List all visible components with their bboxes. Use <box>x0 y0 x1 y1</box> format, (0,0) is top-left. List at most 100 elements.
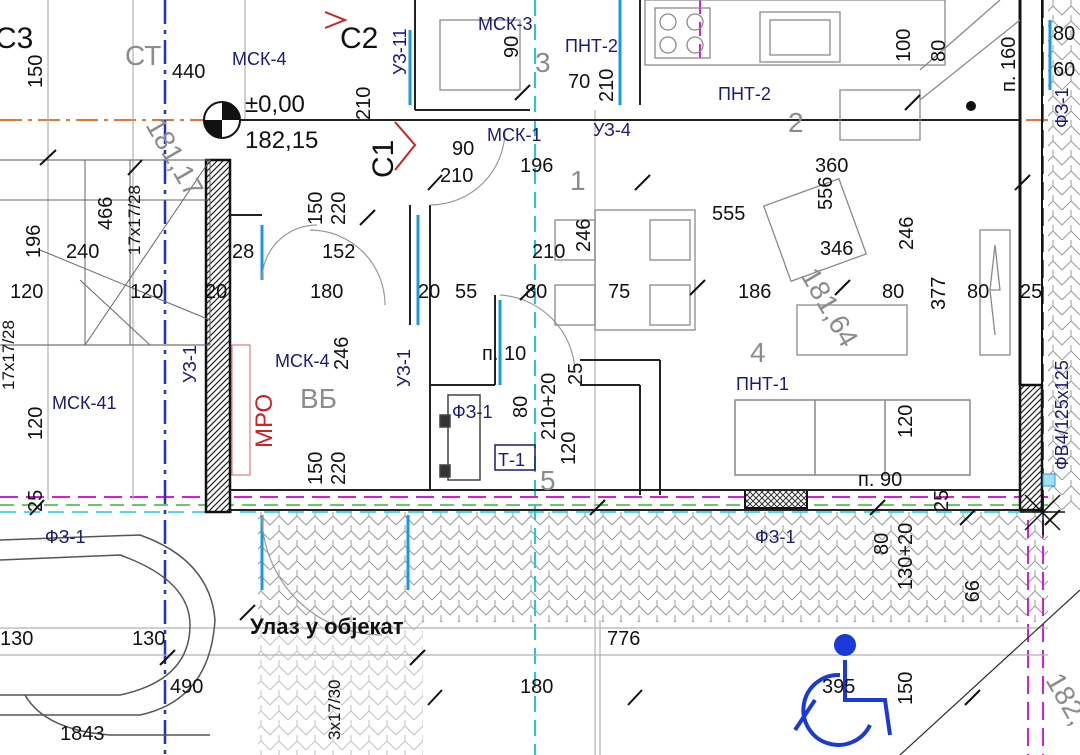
dim: 20 <box>418 281 440 303</box>
dim: 246 <box>573 219 595 252</box>
dim: 490 <box>170 676 203 698</box>
level-181-17: 181,17 <box>140 113 210 203</box>
dim: 130 <box>0 628 33 650</box>
tag-pnt1: ПНТ-1 <box>736 374 789 394</box>
dim: 100 <box>893 29 915 62</box>
dim: 556 <box>815 177 837 210</box>
dim: 240 <box>66 241 99 263</box>
dim: 150 <box>305 192 327 225</box>
dim: 99 <box>960 580 982 602</box>
dim: 346 <box>820 238 853 260</box>
level-zero: ±0,00 <box>245 91 305 118</box>
dim: 220 <box>328 452 350 485</box>
label-c1: С1 <box>367 140 400 178</box>
label-vb: ВБ <box>300 383 337 414</box>
dim: 80 <box>510 396 532 418</box>
tag-msk41: МСК-41 <box>52 393 117 413</box>
dim: 186 <box>738 281 771 303</box>
tag-t1: Т-1 <box>498 450 525 470</box>
dim: 80 <box>967 281 989 303</box>
dim: 196 <box>23 225 45 258</box>
dim: 466 <box>95 197 117 230</box>
dim: 210 <box>353 87 375 120</box>
dim: 80 <box>928 40 950 62</box>
dim: 150 <box>305 452 327 485</box>
dim: 90 <box>501 36 523 58</box>
tag-fz3-1-b: ФЗ-1 <box>45 527 86 547</box>
dim: 120 <box>130 281 163 303</box>
tag-fz3-1-c: ФЗ-1 <box>755 527 796 547</box>
room-number-3: 3 <box>535 47 551 78</box>
paving-area-side <box>1048 0 1080 510</box>
dim: 246 <box>331 337 353 370</box>
dim: 80 <box>871 533 893 555</box>
label-c2: С2 <box>340 22 378 55</box>
tag-msk3: МСК-3 <box>478 14 532 34</box>
dim: 60 <box>1053 59 1075 81</box>
dim: 28 <box>232 241 254 263</box>
dim: 150 <box>895 672 917 705</box>
dim: 70 <box>568 71 590 93</box>
level-marker-icon <box>203 101 241 139</box>
label-c3: С3 <box>0 22 33 55</box>
level-absolute: 182,15 <box>245 127 318 154</box>
dim: 120 <box>558 432 580 465</box>
dim: 120 <box>10 281 43 303</box>
level-181-64: 181,64 <box>795 263 865 353</box>
tag-pnt2-b: ПНТ-2 <box>718 84 771 104</box>
label-ct: СТ <box>125 40 161 71</box>
stair-label-a: 17x17/28 <box>125 185 144 255</box>
dim: 120 <box>25 407 47 440</box>
tag-msk4-mid: МСК-4 <box>275 351 329 371</box>
tag-uz3-1-a: УЗ-1 <box>180 345 200 383</box>
wall-right-hatched <box>1018 383 1044 512</box>
dim: 130 <box>132 628 165 650</box>
stair-label-c: 3x17/30 <box>325 680 344 741</box>
room-number-1: 1 <box>570 165 586 196</box>
dim: 210 <box>596 69 618 102</box>
dim: 20 <box>205 281 227 303</box>
dim: 180 <box>520 676 553 698</box>
dim: 75 <box>608 281 630 303</box>
dim: 80 <box>1053 23 1075 45</box>
window-spec: ФВ4/125x125 <box>1052 360 1072 470</box>
dim: 80 <box>882 281 904 303</box>
dim: 130+20 <box>895 523 917 590</box>
dim: 152 <box>322 241 355 263</box>
tag-pnt2-a: ПНТ-2 <box>565 36 618 56</box>
dim: 25 <box>25 490 47 512</box>
dim: 80 <box>525 281 547 303</box>
window-bottom-hatched <box>744 489 808 509</box>
tag-fz3-1-a: ФЗ-1 <box>452 402 493 422</box>
tag-uz3-4: УЗ-4 <box>593 120 631 140</box>
dim: п. 10 <box>482 343 526 365</box>
tag-msk1: МСК-1 <box>487 125 541 145</box>
dim: 210+20 <box>538 373 560 440</box>
dim: 555 <box>712 203 745 225</box>
dim: 150 <box>25 55 47 88</box>
dim: 776 <box>607 628 640 650</box>
tag-uz3-1-b: УЗ-1 <box>394 349 414 387</box>
dim: п. 90 <box>858 469 902 491</box>
room-number-2: 2 <box>788 107 804 138</box>
dim: 1843 <box>60 723 105 745</box>
dim: 25 <box>931 490 953 512</box>
dim: 55 <box>455 281 477 303</box>
dim: 440 <box>172 61 205 83</box>
paving-strip <box>258 622 423 755</box>
tag-fz3-1-d: ФЗ-1 <box>1052 87 1072 128</box>
room-number-5: 5 <box>540 465 556 496</box>
dim: 196 <box>520 155 553 177</box>
dim: 220 <box>328 192 350 225</box>
dim: 360 <box>815 155 848 177</box>
dim: 210 <box>440 165 473 187</box>
dim: 377 <box>928 277 950 310</box>
label-mpo: МРО <box>251 394 278 448</box>
dim: 25 <box>1020 281 1042 303</box>
tag-uz3-11: УЗ-11 <box>390 28 410 75</box>
dim: 25 <box>565 363 587 385</box>
dim: 90 <box>452 138 474 160</box>
paving-area <box>258 512 1048 622</box>
tag-msk4-top: МСК-4 <box>232 49 286 69</box>
